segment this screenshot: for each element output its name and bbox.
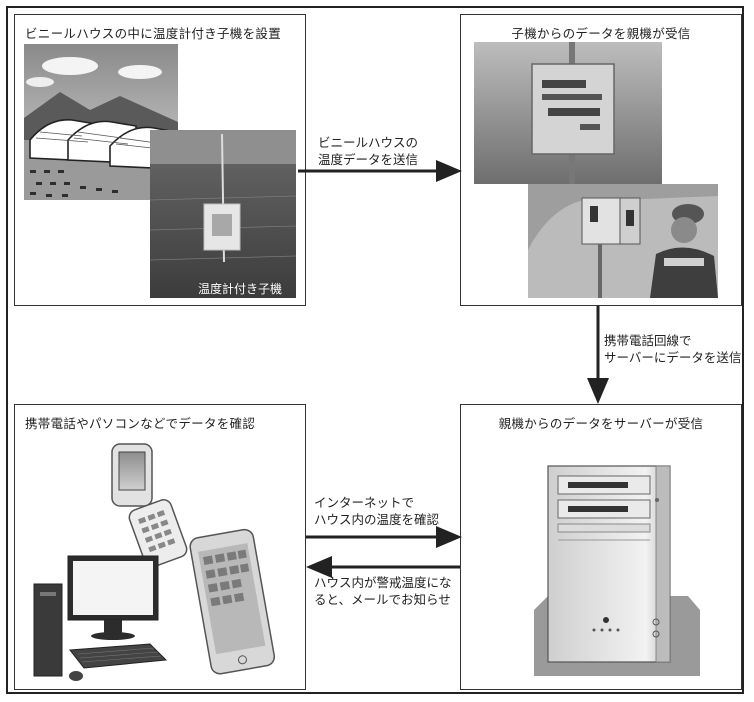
arrow-sensor-to-base <box>298 160 462 182</box>
label-device-to-server-line2: ハウス内の温度を確認 <box>314 512 440 527</box>
smartphone-icon <box>189 528 276 675</box>
arrow-server-to-device <box>306 556 460 578</box>
sensor-caption: 温度計付き子機 <box>198 282 283 296</box>
server-tower-icon <box>534 465 700 676</box>
panel-server-title: 親機からのデータをサーバーが受信 <box>498 416 704 431</box>
label-server-to-device: ハウス内が警戒温度にな ると、メールでお知らせ <box>314 574 452 608</box>
sensor-photo <box>149 130 297 298</box>
label-sensor-to-base-line2: 温度データを送信 <box>318 152 419 167</box>
label-base-to-server-line1: 携帯電話回線で <box>604 333 692 348</box>
desktop-pc-icon <box>33 555 168 681</box>
flip-phone-icon <box>111 443 188 568</box>
label-base-to-server: 携帯電話回線で サーバーにデータを送信 <box>604 332 741 366</box>
panel-sensor-title: ビニールハウスの中に温度計付き子機を設置 <box>25 26 282 41</box>
label-device-to-server: インターネットで ハウス内の温度を確認 <box>314 494 439 528</box>
label-device-to-server-line1: インターネットで <box>314 495 415 510</box>
arrow-device-to-server <box>306 526 462 548</box>
label-sensor-to-base: ビニールハウスの 温度データを送信 <box>318 134 418 168</box>
base-unit-photo <box>474 42 718 298</box>
greenhouse-icon <box>24 44 178 200</box>
panel-device-title: 携帯電話やパソコンなどでデータを確認 <box>25 416 256 431</box>
label-server-to-device-line2: ると、メールでお知らせ <box>314 592 451 607</box>
label-sensor-to-base-line1: ビニールハウスの <box>318 135 419 150</box>
panel-base-title: 子機からのデータを親機が受信 <box>511 26 691 41</box>
arrow-base-to-server <box>587 306 609 404</box>
label-server-to-device-line1: ハウス内が警戒温度にな <box>314 575 452 590</box>
label-base-to-server-line2: サーバーにデータを送信 <box>604 350 742 365</box>
